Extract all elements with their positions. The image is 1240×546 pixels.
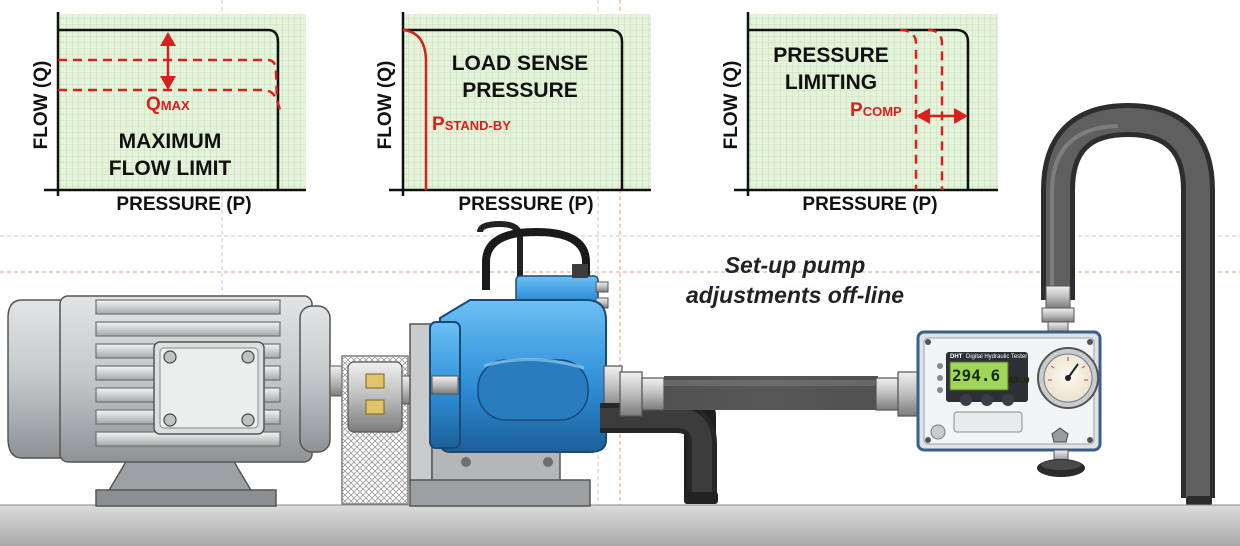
floor xyxy=(0,505,1240,546)
tester-brand: DHT xyxy=(950,354,963,360)
graph2-annotation-sub: STAND-BY xyxy=(444,118,511,133)
graph2-title-line-1: LOAD SENSE xyxy=(451,52,589,75)
graph-maximum-flow-limit xyxy=(44,12,306,196)
select-button-icon[interactable] xyxy=(1002,394,1014,406)
pcomp-arrow-left-head xyxy=(916,108,930,124)
electric-motor xyxy=(7,295,347,507)
graph1-annotation: QMAX xyxy=(146,94,190,116)
graph3-x-axis-label: PRESSURE (P) xyxy=(802,194,938,215)
power-button-icon[interactable] xyxy=(960,394,972,406)
flow-curve xyxy=(403,28,624,190)
graph-pressure-limiting xyxy=(734,12,998,196)
graph1-title-line-2: FLOW LIMIT xyxy=(108,157,232,180)
graph1-title-line-1: MAXIMUM xyxy=(118,130,222,153)
tagline: Set-up pump adjustments off-line xyxy=(660,250,930,310)
compensator-curve-1 xyxy=(899,28,918,190)
graph3-annotation: PCOMP xyxy=(850,100,902,122)
tagline-line-1: Set-up pump xyxy=(724,252,866,278)
qmax-arrow-up-head xyxy=(160,32,176,46)
graph-load-sense-pressure xyxy=(389,12,651,196)
pump-housing-lobe xyxy=(477,359,589,421)
pcomp-arrow-right-head xyxy=(954,108,968,124)
graph2-annotation: PSTAND-BY xyxy=(432,114,511,136)
graph2-y-axis-label: FLOW (Q) xyxy=(375,60,396,150)
tester-lcd xyxy=(949,361,1009,391)
flow-curve xyxy=(748,28,970,190)
graph1-y-axis-label: FLOW (Q) xyxy=(31,60,52,150)
graph3-annotation-main: P xyxy=(850,100,863,121)
adjusted-flow-curve-2 xyxy=(58,88,278,101)
graph1-title: MAXIMUM FLOW LIMIT xyxy=(70,128,270,182)
tester-reading-main: 294.6 xyxy=(952,366,1001,385)
tester-buttons xyxy=(960,394,1014,406)
mode-button-icon[interactable] xyxy=(981,394,993,406)
tester-name: Digital Hydraulic Tester xyxy=(966,354,1028,360)
graph3-title: PRESSURE LIMITING xyxy=(758,42,904,96)
flow-curve xyxy=(58,28,280,190)
adjusted-flow-curve-1 xyxy=(58,58,282,111)
graph2-x-axis-label: PRESSURE (P) xyxy=(458,194,594,215)
graph2-annotation-main: P xyxy=(432,114,445,135)
tester-reading-sub: 48.0 xyxy=(1008,376,1030,386)
tagline-line-2: adjustments off-line xyxy=(685,282,905,308)
graph2-title: LOAD SENSE PRESSURE xyxy=(420,50,620,104)
graph2-title-line-2: PRESSURE xyxy=(462,79,578,102)
compensator-curve-2 xyxy=(927,28,944,190)
graph3-y-axis-label: FLOW (Q) xyxy=(721,60,742,150)
coupling-guard xyxy=(341,355,427,505)
graph1-annotation-main: Q xyxy=(146,94,161,115)
graph1-annotation-sub: MAX xyxy=(160,98,190,113)
standby-curve xyxy=(402,28,428,190)
graph1-x-axis-label: PRESSURE (P) xyxy=(116,194,252,215)
graph3-title-line-2: LIMITING xyxy=(784,71,878,94)
hoses xyxy=(600,371,921,504)
return-hose xyxy=(1041,102,1215,506)
terminal-box-bolts xyxy=(163,350,255,427)
digital-hydraulic-tester xyxy=(916,330,1102,477)
graph3-annotation-sub: COMP xyxy=(862,104,902,119)
graph3-title-line-1: PRESSURE xyxy=(773,44,889,67)
hydraulic-pump xyxy=(429,220,623,453)
qmax-arrow-down-head xyxy=(160,76,176,90)
